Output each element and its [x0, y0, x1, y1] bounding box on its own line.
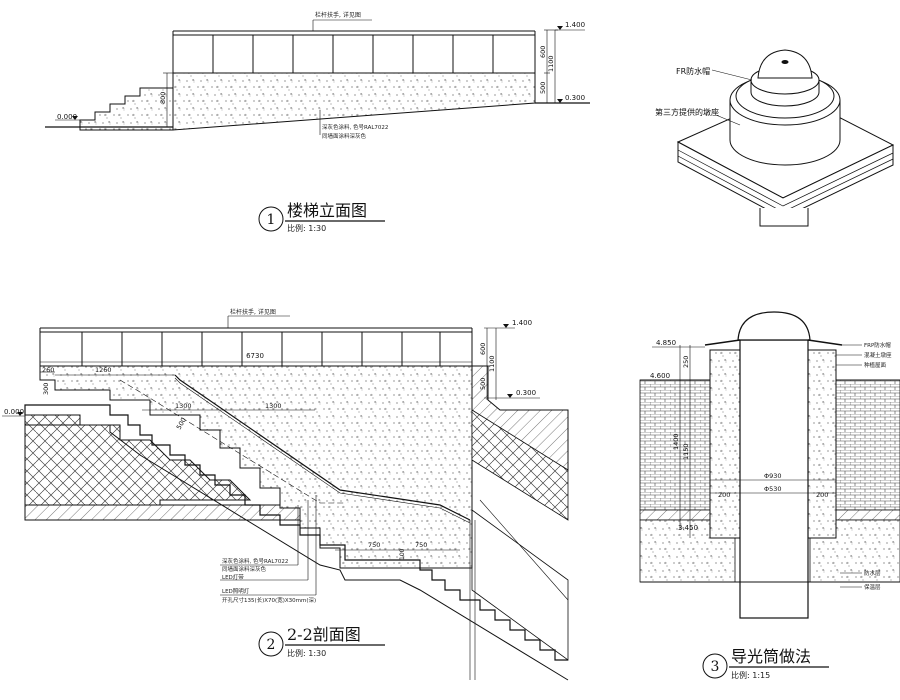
- title-block-1: 1 楼梯立面图 比例: 1:30: [258, 201, 385, 233]
- stair-elevation-drawing: 栏杆扶手, 详见图 深灰色涂料, 色号RAL7022 同墙面涂料深灰色 0.00…: [45, 11, 590, 233]
- dim-500: 500: [175, 416, 188, 431]
- dim-750a: 750: [368, 541, 380, 549]
- note-1: 同墙面涂料深灰色: [222, 565, 267, 573]
- elev-top: 1.400: [512, 319, 532, 327]
- railing: [39, 327, 473, 366]
- drawing-number: 1: [267, 212, 276, 228]
- dim-1100: 1100: [488, 355, 496, 372]
- dim-260: 260: [42, 366, 54, 374]
- elev-ground: 0.000: [4, 408, 24, 416]
- dim-1300b: 1300: [265, 402, 282, 410]
- section-2-2-drawing: 6730 260 1260 300 1300 1300 500 750 750 …: [2, 308, 569, 681]
- base-label: 第三方提供的墩座: [655, 107, 719, 117]
- title-block-2: 2 2-2剖面图 比例: 1:30: [258, 625, 385, 658]
- skylight-iso-view: FR防水帽 第三方提供的墩座: [655, 49, 895, 227]
- dim-530: Φ530: [764, 485, 782, 493]
- dim-750b: 750: [415, 541, 427, 549]
- drawing-number: 3: [711, 659, 720, 675]
- railing-note: 栏杆扶手, 详见图: [230, 308, 276, 316]
- note-4: 开孔尺寸135(长)X70(宽)X30mm(深): [222, 596, 316, 604]
- note-0: 深灰色涂料, 色号RAL7022: [222, 557, 288, 565]
- wall-body: [39, 365, 473, 569]
- dim-600: 600: [479, 343, 487, 355]
- railing: [172, 30, 536, 73]
- dim-1300a: 1300: [175, 402, 192, 410]
- light-tube-detail: 250 1400 1150 Φ930 Φ530 200 200 4.850 4.…: [639, 311, 900, 680]
- note-3: LED照明灯: [222, 587, 250, 595]
- dim-500: 500: [539, 82, 547, 94]
- dim-1260: 1260: [95, 366, 112, 374]
- elev-mid: 4.600: [650, 372, 670, 380]
- elev-mid: 0.300: [565, 94, 585, 102]
- drawing-number: 2: [267, 637, 276, 653]
- note-1: 深灰色涂料, 色号RAL7022: [322, 123, 388, 131]
- dim-200b: 200: [816, 491, 828, 499]
- dim-250: 250: [682, 356, 690, 368]
- cap-label: FR防水帽: [676, 66, 710, 76]
- drawing-title: 楼梯立面图: [287, 201, 367, 220]
- drawing-scale: 比例: 1:15: [731, 670, 770, 680]
- dim-200a: 200: [718, 491, 730, 499]
- wall-body: [172, 72, 536, 131]
- steps-left: [79, 87, 174, 131]
- dim-1100: 1100: [547, 55, 555, 72]
- dim-600: 600: [539, 46, 547, 58]
- note-0: FRP防水帽: [864, 341, 891, 349]
- dim-100: 100: [399, 548, 406, 560]
- note-1: 混凝土墩座: [864, 351, 892, 359]
- dim-500-right: 500: [479, 378, 487, 390]
- elev-ground: 0.000: [57, 113, 77, 121]
- elev-top: 4.850: [656, 339, 676, 347]
- dim-6730: 6730: [246, 352, 264, 360]
- elev-top: 1.400: [565, 21, 585, 29]
- dim-1150: 1150: [682, 443, 690, 460]
- elev-low: 3.450: [678, 524, 698, 532]
- dim-930: Φ930: [764, 472, 782, 480]
- drawing-scale: 比例: 1:30: [287, 223, 326, 233]
- drawing-title: 2-2剖面图: [287, 625, 361, 644]
- dim-800: 800: [159, 92, 167, 104]
- dim-1400: 1400: [672, 433, 680, 450]
- railing-note: 栏杆扶手, 详见图: [315, 11, 361, 19]
- dim-300: 300: [42, 383, 50, 395]
- note-2: LED灯带: [222, 573, 244, 581]
- drawing-scale: 比例: 1:30: [287, 648, 326, 658]
- drawing-title: 导光筒做法: [731, 647, 811, 666]
- title-block-3: 3 导光筒做法 比例: 1:15: [702, 647, 829, 680]
- note-4: 保温层: [864, 583, 881, 591]
- note-2: 种植屋面: [864, 361, 887, 369]
- stair-profile: [24, 404, 568, 661]
- note-2: 同墙面涂料深灰色: [322, 132, 367, 140]
- elev-mid: 0.300: [516, 389, 536, 397]
- note-3: 防水层: [864, 569, 881, 577]
